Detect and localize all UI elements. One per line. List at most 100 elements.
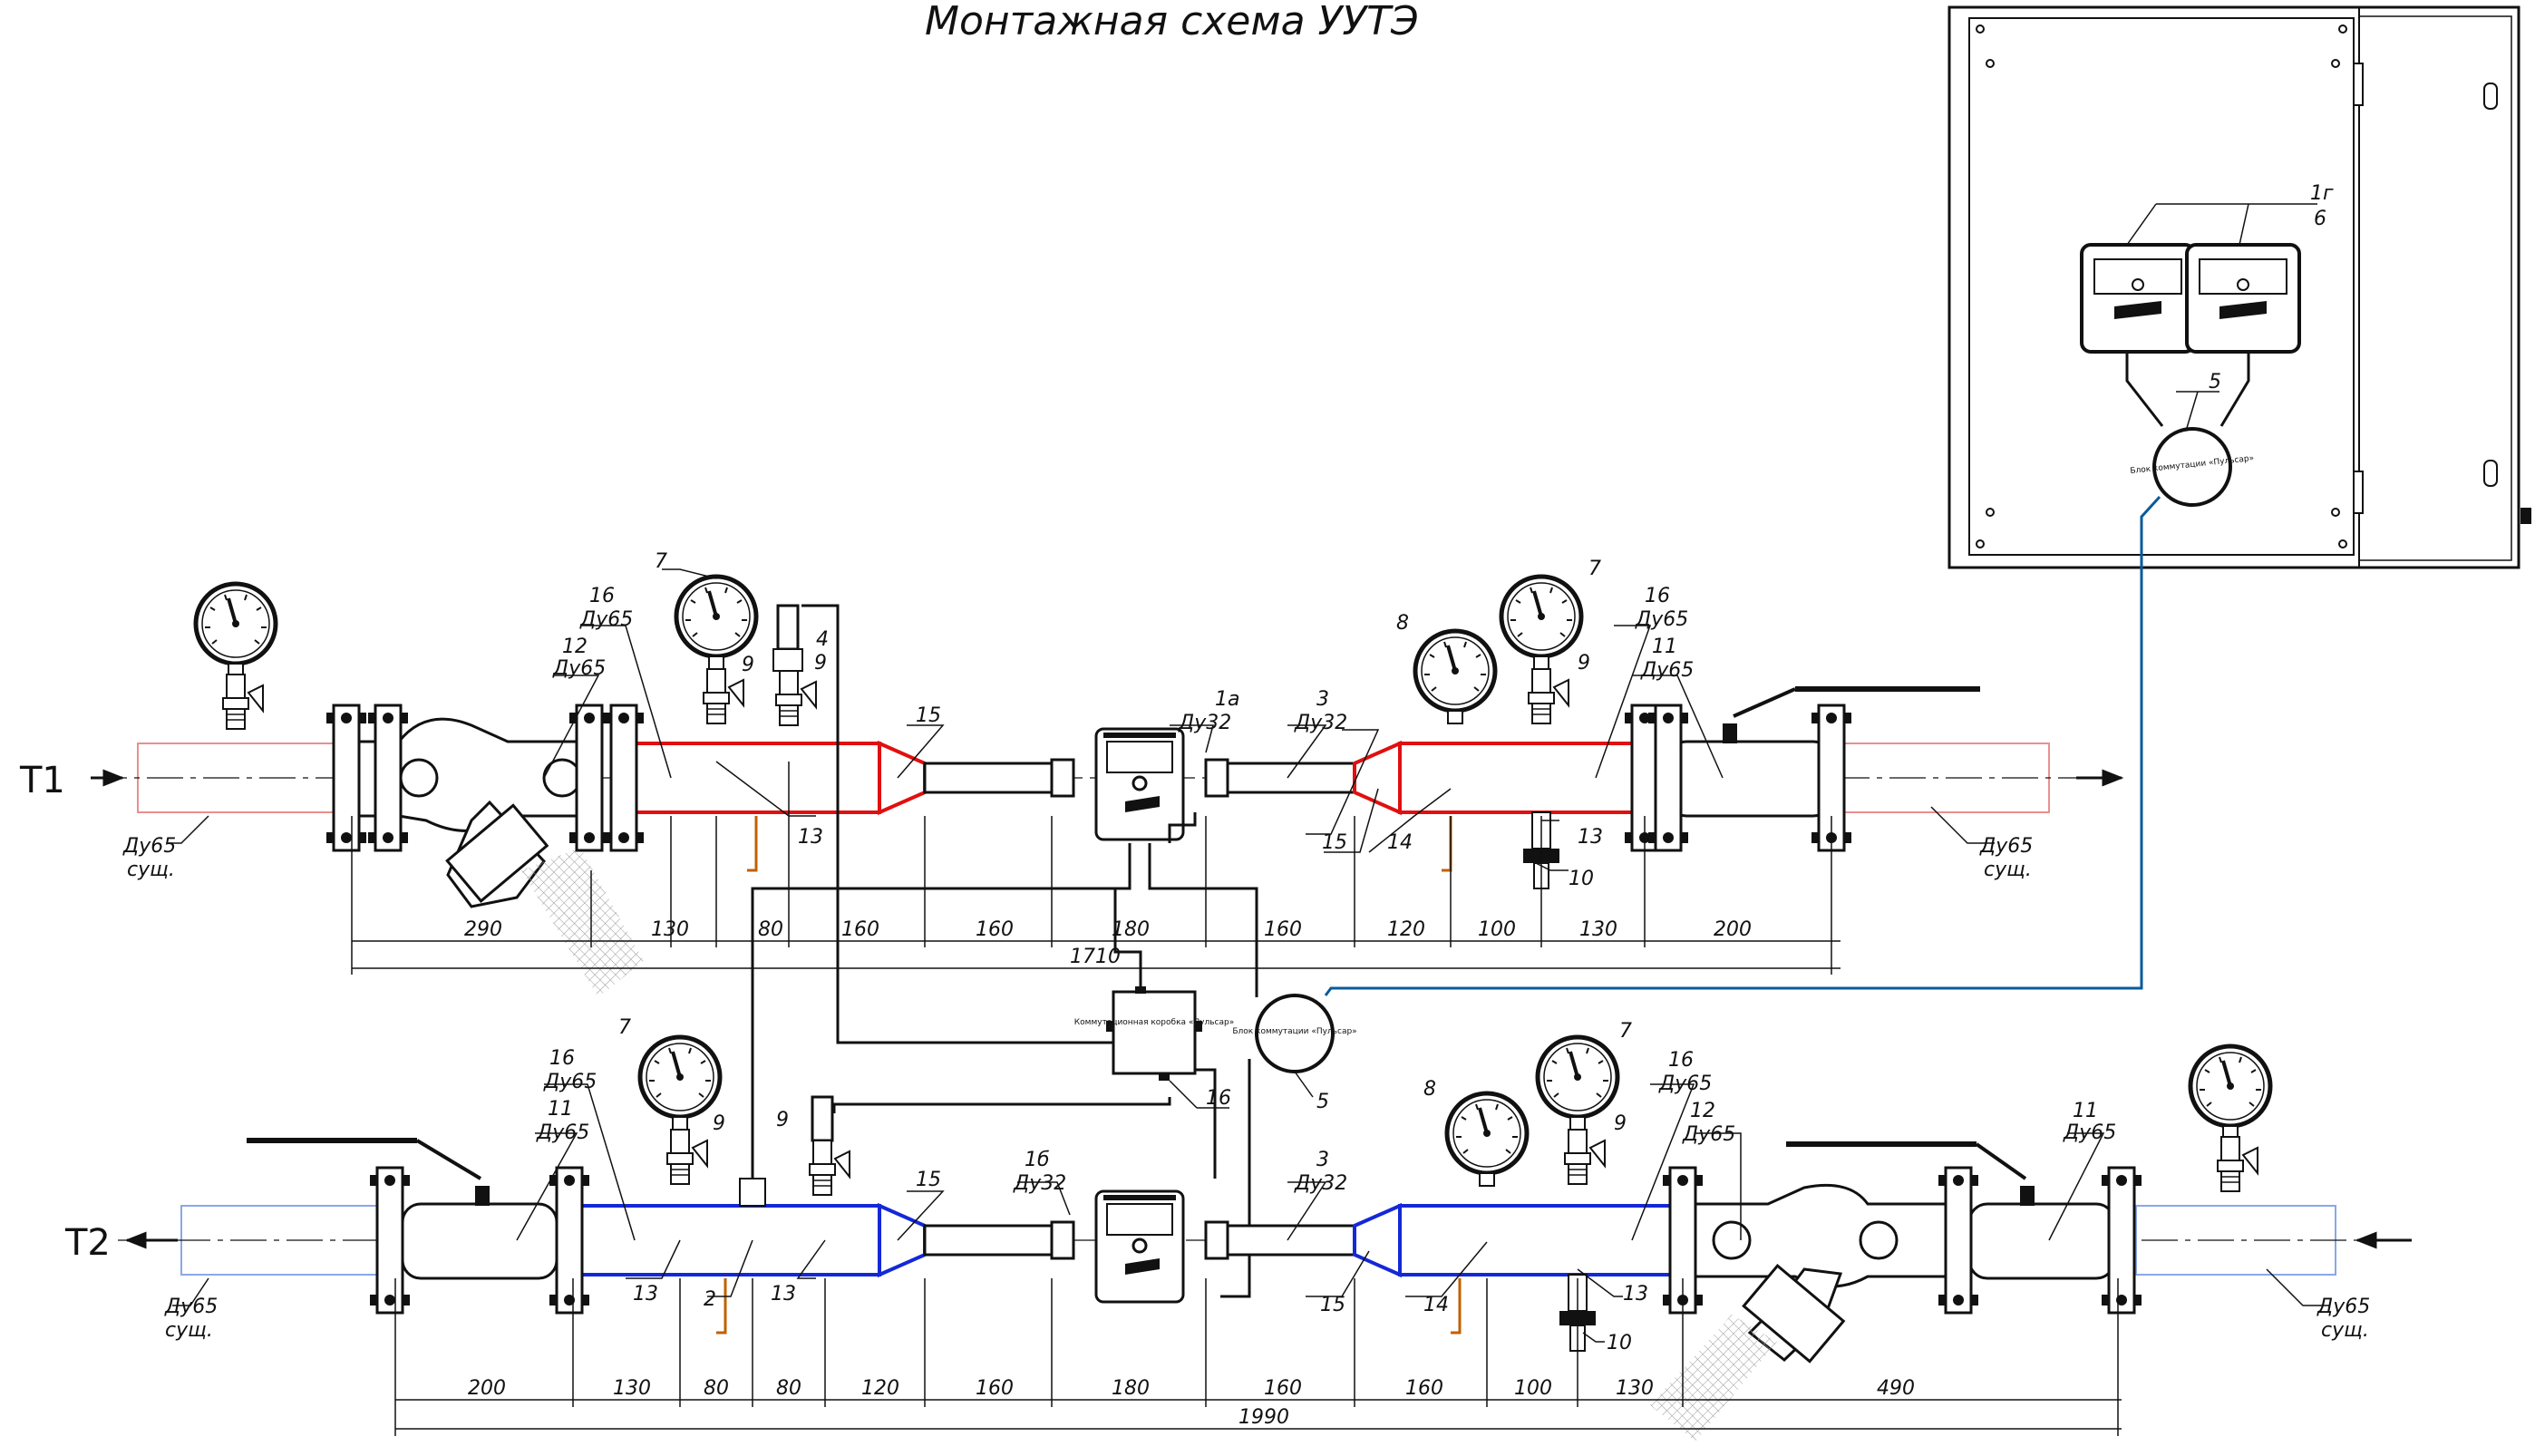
svg-text:16: 16 — [549, 1047, 575, 1070]
top-callouts — [168, 568, 1995, 871]
bottom-callouts — [172, 1083, 2330, 1343]
svg-text:Ду65: Ду65 — [2063, 1121, 2116, 1144]
bottom-dimension-chain — [394, 1278, 2122, 1436]
svg-text:сущ.: сущ. — [1984, 859, 2032, 881]
svg-text:14: 14 — [1423, 1294, 1449, 1316]
svg-text:Ду65: Ду65 — [543, 1071, 597, 1093]
svg-text:3: 3 — [1316, 688, 1329, 711]
svg-text:Ду65: Ду65 — [1979, 835, 2033, 858]
svg-text:16: 16 — [1206, 1087, 1231, 1110]
svg-text:11: 11 — [548, 1098, 573, 1121]
svg-text:130: 130 — [1616, 1377, 1654, 1400]
svg-text:Ду65: Ду65 — [536, 1121, 589, 1144]
svg-text:Ду65: Ду65 — [1682, 1123, 1735, 1146]
svg-text:13: 13 — [1623, 1283, 1648, 1306]
svg-text:Ду65: Ду65 — [122, 835, 176, 858]
svg-text:13: 13 — [798, 826, 823, 849]
svg-text:2: 2 — [704, 1288, 716, 1311]
label-t2: Т2 — [64, 1222, 111, 1264]
svg-text:200: 200 — [468, 1377, 506, 1400]
svg-text:8: 8 — [1423, 1078, 1436, 1101]
svg-text:16: 16 — [1668, 1049, 1694, 1072]
svg-text:9: 9 — [776, 1109, 789, 1131]
svg-text:13: 13 — [771, 1283, 796, 1306]
junction-box-label: Коммутационная коробка «Пульсар» — [1074, 1018, 1234, 1027]
svg-text:15: 15 — [916, 704, 941, 727]
top-dimension-chain — [351, 816, 1841, 975]
svg-text:160: 160 — [1264, 1377, 1302, 1400]
svg-text:7: 7 — [618, 1016, 631, 1039]
control-cabinet: Блок коммутации «Пульсар» 1г 6 5 — [1947, 5, 2531, 569]
svg-text:7: 7 — [1588, 558, 1601, 580]
svg-text:1990: 1990 — [1238, 1406, 1289, 1429]
svg-text:14: 14 — [1387, 831, 1413, 854]
svg-text:Ду32: Ду32 — [1294, 712, 1347, 734]
cabinet-junction-block — [2152, 427, 2232, 507]
svg-text:Ду65: Ду65 — [1640, 659, 1694, 682]
svg-text:180: 180 — [1112, 1377, 1150, 1400]
return-line-t2: Т2 — [64, 1037, 2412, 1441]
svg-text:15: 15 — [916, 1169, 941, 1191]
svg-text:160: 160 — [976, 1377, 1014, 1400]
svg-text:130: 130 — [651, 918, 689, 941]
svg-text:200: 200 — [1714, 918, 1752, 941]
cabinet-label-5: 5 — [2209, 371, 2221, 393]
svg-text:1710: 1710 — [1070, 946, 1121, 968]
svg-text:120: 120 — [1387, 918, 1425, 941]
svg-text:180: 180 — [1112, 918, 1150, 941]
top-dimension-values: 290 130 80 160 160 180 160 120 100 130 2… — [464, 918, 1752, 968]
svg-text:10: 10 — [1569, 868, 1594, 890]
svg-text:80: 80 — [758, 918, 783, 941]
svg-text:Ду32: Ду32 — [1178, 712, 1231, 734]
svg-text:9: 9 — [742, 654, 754, 676]
svg-text:160: 160 — [1405, 1377, 1443, 1400]
svg-text:160: 160 — [976, 918, 1014, 941]
svg-text:4: 4 — [816, 628, 829, 651]
svg-text:Ду32: Ду32 — [1294, 1172, 1347, 1195]
svg-text:7: 7 — [1619, 1020, 1632, 1043]
svg-text:16: 16 — [589, 585, 615, 607]
svg-text:13: 13 — [1578, 826, 1603, 849]
junction-box: Коммутационная коробка «Пульсар» 16 — [1074, 986, 1234, 1110]
svg-text:12: 12 — [1690, 1100, 1715, 1122]
svg-text:490: 490 — [1877, 1377, 1915, 1400]
svg-text:сущ.: сущ. — [127, 859, 175, 881]
svg-text:9: 9 — [1614, 1112, 1627, 1135]
bottom-dimension-values: 200 130 80 80 120 160 180 160 160 100 13… — [468, 1377, 1915, 1429]
svg-text:11: 11 — [2073, 1100, 2098, 1122]
svg-text:160: 160 — [1264, 918, 1302, 941]
junction-block: Блок коммутации «Пульсар» 5 — [1232, 994, 1357, 1113]
svg-text:100: 100 — [1478, 918, 1516, 941]
svg-text:80: 80 — [776, 1377, 801, 1400]
svg-text:130: 130 — [1579, 918, 1617, 941]
svg-text:12: 12 — [562, 636, 588, 658]
cabinet-label-1g: 1г — [2310, 182, 2334, 205]
svg-text:1б: 1б — [1025, 1149, 1050, 1171]
svg-text:Ду65: Ду65 — [1658, 1073, 1712, 1095]
svg-text:16: 16 — [1645, 585, 1670, 607]
svg-text:9: 9 — [713, 1112, 725, 1135]
svg-text:9: 9 — [814, 652, 827, 675]
svg-text:7: 7 — [655, 550, 667, 573]
page-title: Монтажная схема УУТЭ — [925, 0, 1419, 44]
svg-text:сущ.: сущ. — [2321, 1319, 2369, 1342]
svg-text:1а: 1а — [1215, 688, 1239, 711]
svg-text:3: 3 — [1316, 1149, 1329, 1171]
wiring — [751, 604, 1258, 1298]
svg-text:Ду32: Ду32 — [1013, 1172, 1066, 1195]
bottom-label-text: 16 Ду65 11 Ду65 7 9 9 15 1б Ду32 3 Ду32 … — [164, 1016, 2370, 1354]
svg-text:10: 10 — [1607, 1332, 1632, 1354]
svg-text:100: 100 — [1514, 1377, 1552, 1400]
signal-cable — [1324, 495, 2161, 996]
label-t1: Т1 — [19, 760, 65, 801]
svg-text:Ду65: Ду65 — [552, 657, 606, 680]
svg-text:Ду65: Ду65 — [1635, 608, 1688, 631]
svg-text:Ду65: Ду65 — [164, 1296, 218, 1318]
svg-text:8: 8 — [1396, 612, 1409, 635]
svg-text:120: 120 — [861, 1377, 899, 1400]
svg-text:80: 80 — [704, 1377, 729, 1400]
cabinet-label-6: 6 — [2314, 208, 2326, 230]
svg-text:сущ.: сущ. — [165, 1319, 213, 1342]
svg-text:9: 9 — [1578, 652, 1590, 675]
svg-text:15: 15 — [1320, 1294, 1345, 1316]
